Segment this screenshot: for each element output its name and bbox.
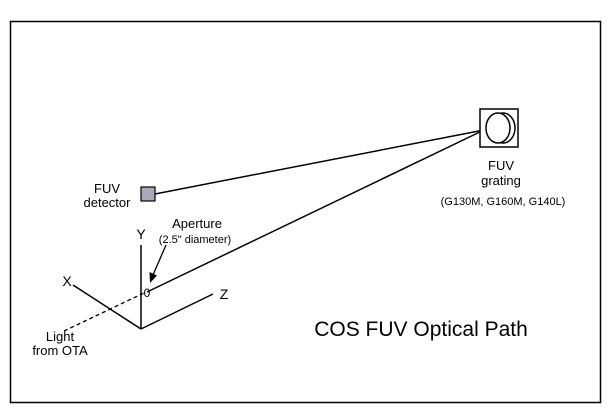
aperture-marker: 0: [144, 286, 151, 300]
detector-label-line2: detector: [84, 195, 132, 210]
beam-grating-to-detector: [154, 129, 485, 195]
coordinate-axes: [72, 245, 214, 330]
grating-label-line1: FUV: [488, 158, 514, 173]
aperture-size-label: (2.5" diameter): [159, 234, 231, 246]
light-label-line1: Light: [46, 329, 75, 344]
detector-label-line1: FUV: [94, 181, 120, 196]
axis-label-y: Y: [136, 226, 146, 242]
beam-aperture-to-grating: [146, 129, 485, 293]
grating-label-line2: grating: [481, 173, 521, 188]
z-axis: [140, 293, 214, 330]
fuv-detector: [140, 186, 156, 202]
aperture-arrowhead: [149, 272, 157, 283]
diagram-title: COS FUV Optical Path: [314, 318, 528, 341]
grating-modes-label: (G130M, G160M, G140L): [441, 196, 566, 208]
grating-mirror-face: [485, 112, 511, 144]
diagram-frame: [9, 20, 602, 404]
fuv-grating: [479, 108, 519, 148]
aperture-pointer: [152, 244, 167, 276]
axis-label-z: Z: [220, 286, 229, 302]
axis-label-x: X: [62, 273, 72, 289]
x-axis: [72, 284, 142, 330]
light-label-line2: from OTA: [32, 343, 88, 358]
aperture-label: Aperture: [172, 216, 222, 231]
beam-light-from-ota: [63, 292, 145, 332]
